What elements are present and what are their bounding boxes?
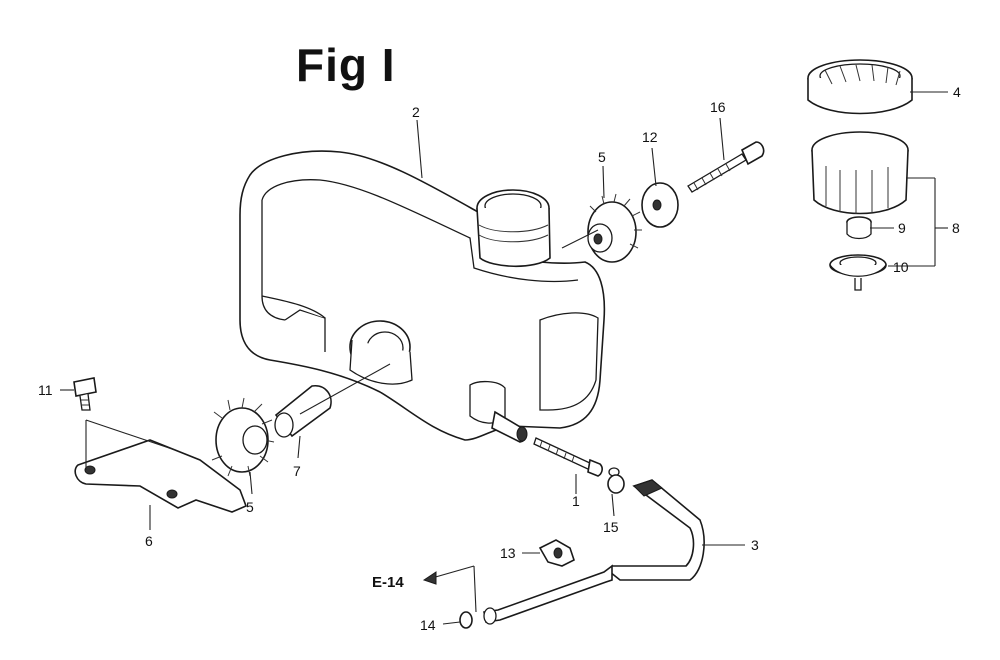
bolt-upper	[687, 141, 765, 193]
callouts: 1 2 3 4 5 5 6 7 8 9 10 11 12 13 14 15 16…	[38, 84, 961, 633]
cap-seal	[846, 216, 872, 240]
callout-7: 7	[293, 463, 301, 479]
callout-16: 16	[710, 99, 726, 115]
reference-label: E-14	[372, 574, 404, 591]
bolt-lower	[533, 437, 603, 477]
callout-8: 8	[952, 220, 960, 236]
callout-14: 14	[420, 617, 436, 633]
bracket-bolt	[73, 377, 97, 411]
fuel-tank	[239, 150, 606, 443]
cap-vent	[829, 254, 887, 291]
callout-5-upper: 5	[598, 149, 606, 165]
collar	[274, 385, 332, 438]
callout-6: 6	[145, 533, 153, 549]
callout-3: 3	[751, 537, 759, 553]
callout-1: 1	[572, 493, 580, 509]
tank-bracket	[74, 439, 248, 513]
callout-10: 10	[893, 259, 909, 275]
washer	[641, 182, 679, 228]
callout-2: 2	[412, 104, 420, 120]
tube-clip	[459, 611, 473, 629]
callout-12: 12	[642, 129, 658, 145]
callout-9: 9	[898, 220, 906, 236]
callout-11: 11	[38, 382, 53, 398]
fuel-cap-ring	[807, 59, 913, 115]
tube-clamp	[538, 539, 575, 567]
callout-5-lower: 5	[246, 499, 254, 515]
fuel-cap	[811, 131, 909, 215]
leader-lines	[60, 91, 948, 625]
figure-title: Fig I	[296, 39, 396, 91]
mount-rubber-upper	[587, 193, 642, 263]
callout-13: 13	[500, 545, 516, 561]
fuel-tube	[483, 479, 705, 625]
callout-15: 15	[603, 519, 619, 535]
callout-4: 4	[953, 84, 961, 100]
hose-clip	[607, 467, 625, 494]
mount-rubber-lower	[211, 397, 275, 477]
